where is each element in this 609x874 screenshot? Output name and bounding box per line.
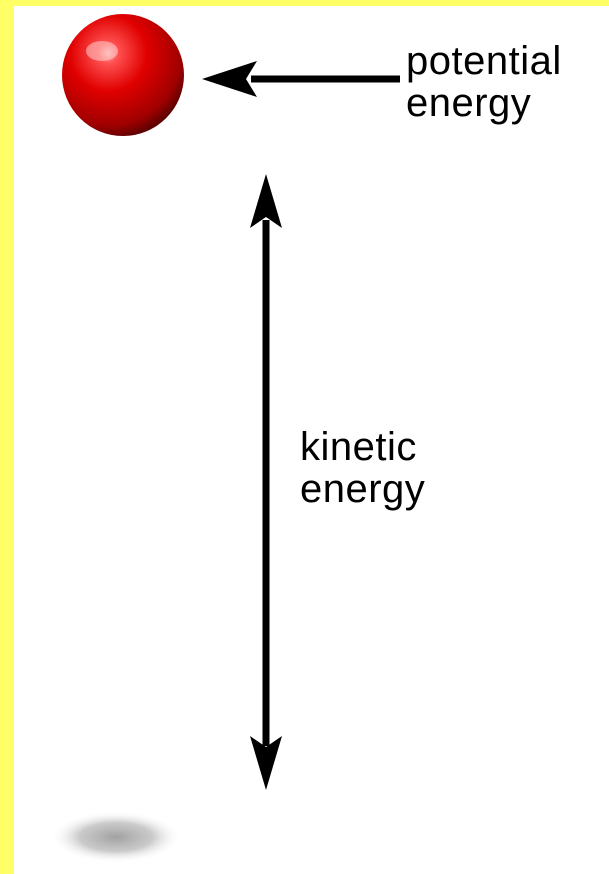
diagram-panel: potential energy kinetic energy [14,6,609,874]
ground-shadow-icon [50,811,182,863]
left-arrow-icon [202,61,400,97]
potential-label-line-1: potential [406,40,562,82]
red-ball-icon [62,14,184,136]
kinetic-label-line-1: kinetic [300,426,425,468]
potential-energy-label: potential energy [406,40,562,124]
double-headed-vertical-arrow-icon [250,174,282,790]
kinetic-energy-label: kinetic energy [300,426,425,510]
kinetic-label-line-2: energy [300,468,425,510]
potential-label-line-2: energy [406,82,562,124]
